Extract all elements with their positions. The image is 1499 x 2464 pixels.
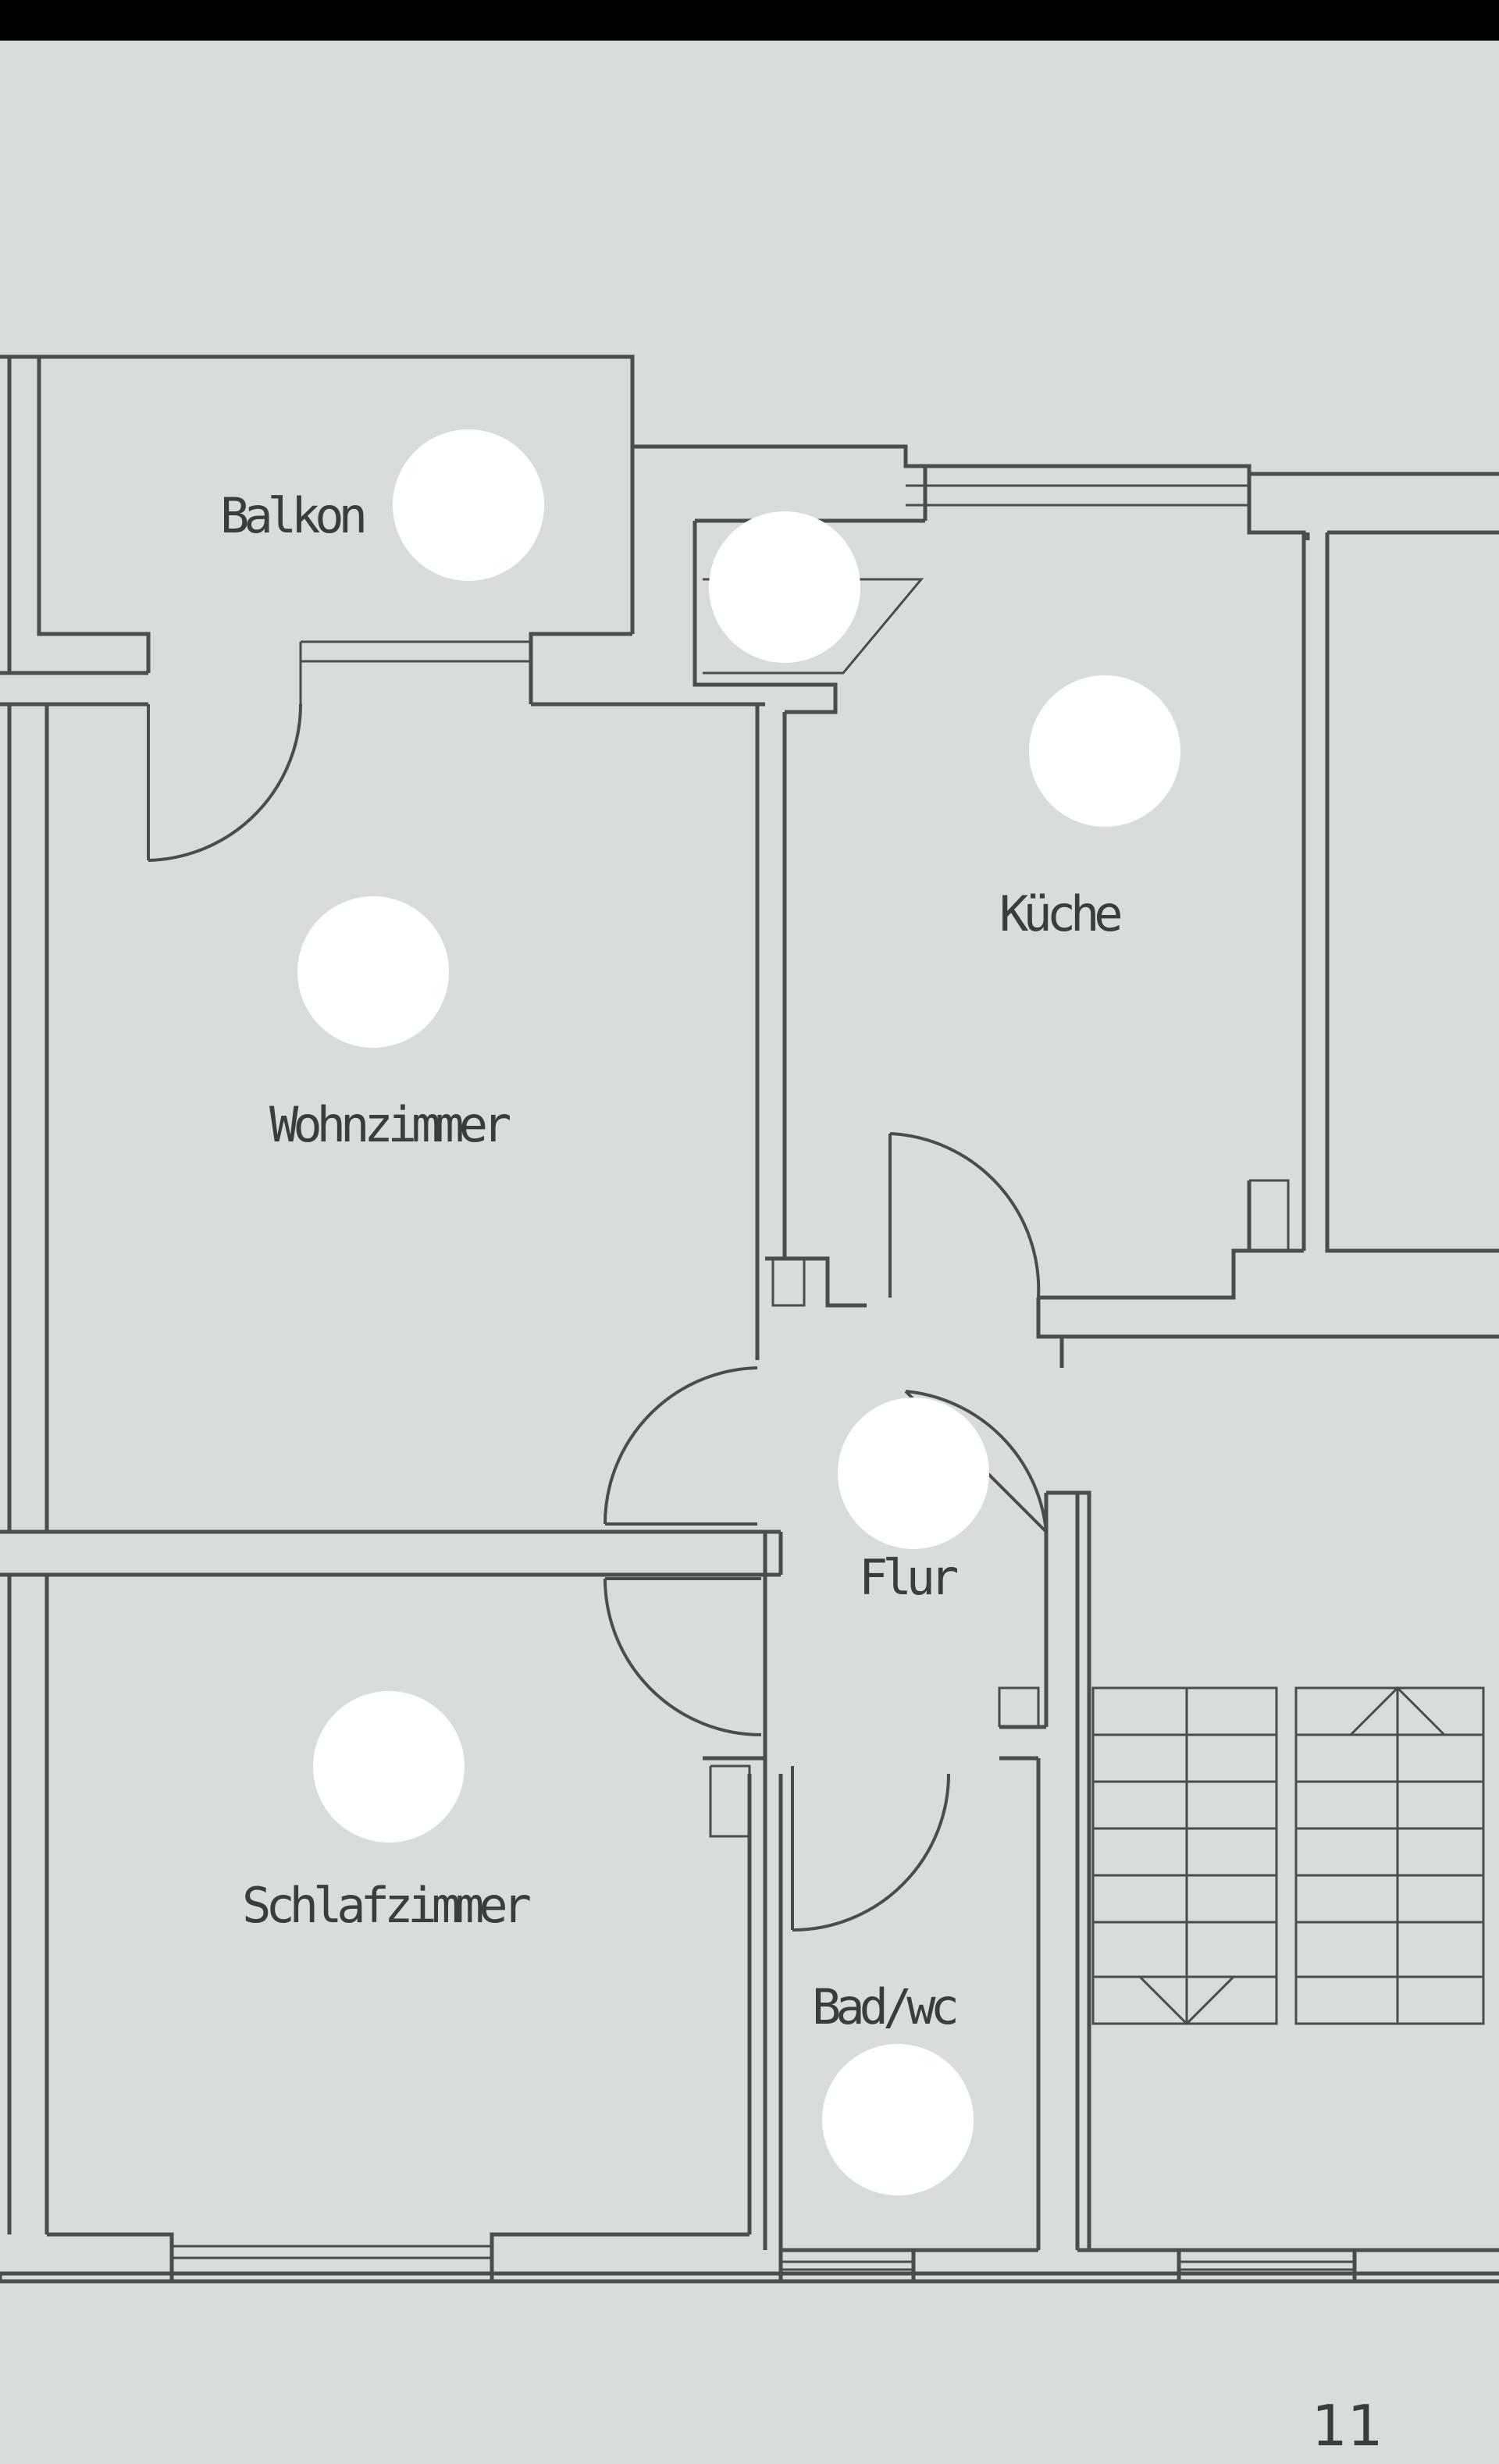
staircase <box>1091 1686 1485 2026</box>
flur-walls <box>998 1334 1499 2252</box>
schlafzimmer-door <box>604 1577 762 1736</box>
label-kueche: Küche <box>999 885 1120 942</box>
label-balkon: Balkon <box>220 487 364 544</box>
mask-dot <box>313 1691 465 1843</box>
kueche-door <box>888 1132 1041 1298</box>
floor-plan-drawing: Balkon Küche Wohnzimmer Flur Schlafzimme… <box>0 354 1499 2459</box>
label-bad: Bad/wc <box>812 1978 956 2035</box>
mask-dots <box>297 429 1180 2195</box>
page-number: 11 <box>1312 2393 1383 2459</box>
stairwell-window <box>1177 2250 1357 2281</box>
mask-dot <box>822 2044 974 2195</box>
mask-dot <box>838 1398 989 1549</box>
label-schlafzimmer: Schlafzimmer <box>242 1877 530 1934</box>
floor-plan-page: Balkon Küche Wohnzimmer Flur Schlafzimme… <box>0 41 1499 2464</box>
schlafzimmer-walls <box>45 1529 783 2281</box>
label-wohnzimmer: Wohnzimmer <box>269 1096 510 1153</box>
mask-dot <box>709 511 860 663</box>
balkon-door <box>147 703 302 862</box>
mask-dot <box>297 896 449 1048</box>
wohnzimmer-walls <box>45 702 867 1534</box>
exterior-walls <box>0 354 1499 2284</box>
mask-dot <box>1029 675 1180 827</box>
wohnzimmer-door <box>604 1366 758 1526</box>
bad-door <box>791 1766 950 1932</box>
label-flur: Flur <box>859 1549 957 1606</box>
mask-dot <box>393 429 544 581</box>
left-walls <box>0 357 148 2234</box>
balcony-outline <box>37 357 632 704</box>
bad-walls <box>703 1756 1038 2281</box>
